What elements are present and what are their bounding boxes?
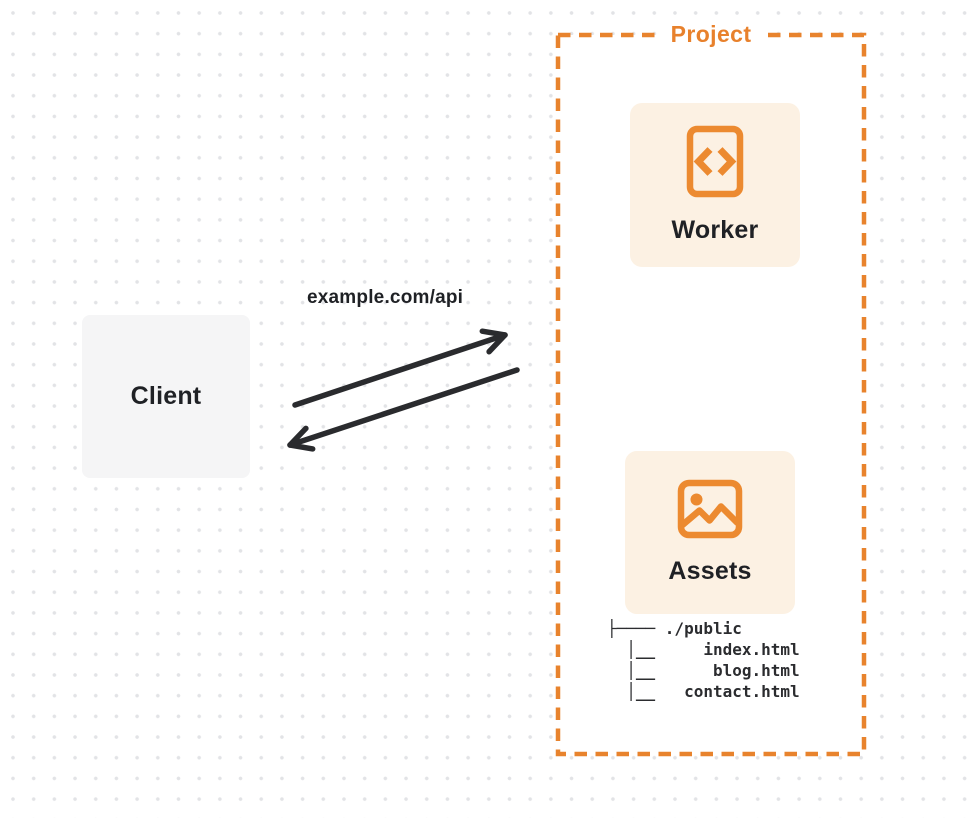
project-label-row: Project <box>558 21 864 48</box>
request-arrow <box>292 332 508 408</box>
code-file-icon <box>686 125 744 198</box>
response-arrow-head <box>287 425 316 452</box>
worker-node: Worker <box>630 103 800 267</box>
assets-node: Assets <box>625 451 795 614</box>
client-label: Client <box>130 382 202 410</box>
assets-label: Assets <box>668 557 752 585</box>
response-arrow <box>287 367 520 448</box>
worker-label: Worker <box>671 216 759 244</box>
image-icon <box>677 479 743 539</box>
project-label: Project <box>661 21 761 48</box>
client-node: Client <box>82 315 250 478</box>
request-url-label: example.com/api <box>307 287 464 308</box>
file-tree: ├──── ./public │__ index.html │__ blog.h… <box>607 619 800 701</box>
request-arrow-head <box>479 328 508 355</box>
